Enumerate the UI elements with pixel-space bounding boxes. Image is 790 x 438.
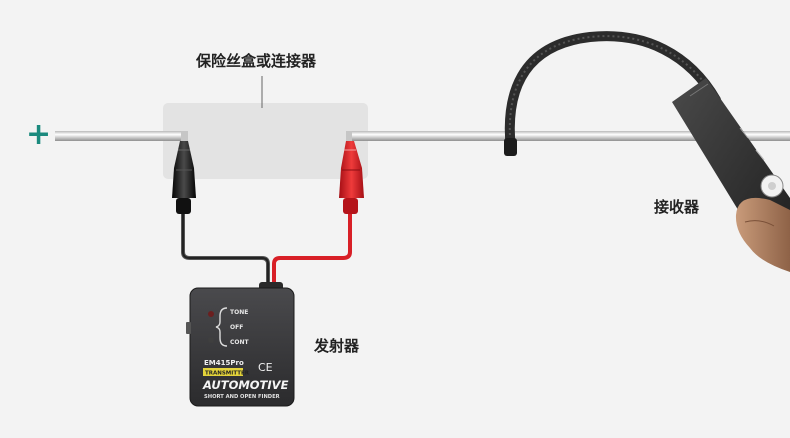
model-number: EM415Pro: [204, 359, 244, 367]
indicator-led-top: [208, 311, 214, 317]
brand-title: AUTOMOTIVE: [202, 378, 289, 392]
hand: [735, 197, 790, 272]
switch-option-off: OFF: [230, 324, 243, 331]
wire-end-right: [346, 131, 352, 143]
black-alligator-clip: [172, 141, 196, 214]
receiver-tip: [504, 138, 517, 156]
main-wire: [55, 131, 790, 141]
red-alligator-clip: [339, 141, 364, 214]
black-lead-cable: [181, 212, 270, 287]
switch-option-tone: TONE: [230, 309, 248, 316]
transmitter-tag: [203, 368, 243, 376]
switch-brace: [215, 307, 228, 347]
wire-gap: [188, 129, 346, 143]
transmitter-device: TONE OFF CONT EM415Pro TRANSMITTER CE AU…: [186, 282, 295, 407]
wire-end-left: [181, 131, 188, 143]
positive-sign: +: [26, 117, 52, 152]
brand-subtitle: SHORT AND OPEN FINDER: [204, 394, 280, 400]
fuse-box-label: 保险丝盒或连接器: [196, 52, 317, 70]
switch-option-cont: CONT: [230, 339, 250, 346]
transmitter-label: 发射器: [314, 337, 360, 355]
red-lead-cable: [272, 212, 352, 287]
receiver-label: 接收器: [654, 198, 700, 216]
transmitter-tag-text: TRANSMITTER: [205, 371, 250, 377]
ce-mark: CE: [258, 361, 273, 374]
indicator-led-bottom: [208, 337, 214, 343]
